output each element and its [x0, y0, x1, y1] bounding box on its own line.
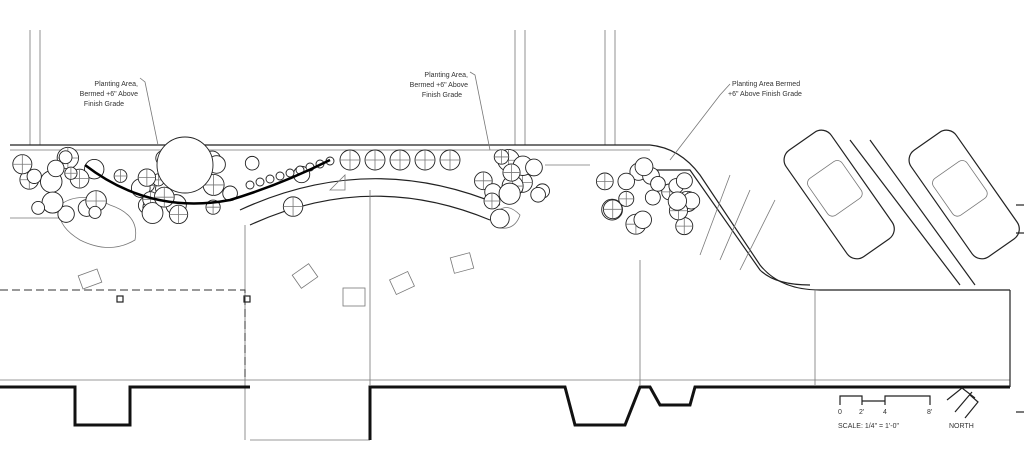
plant-symbol: [675, 172, 693, 190]
benches: [77, 252, 475, 307]
plant-symbol: [31, 201, 46, 215]
label-line: Bermed +6" Above: [80, 91, 138, 98]
label-planting-right: Planting Area Bermed +6" Above Finish Gr…: [728, 81, 802, 98]
plant-symbol: [57, 205, 75, 223]
column-lines: [29, 30, 616, 145]
plant-symbol: [141, 202, 164, 224]
north-arrow: NORTH: [946, 387, 979, 430]
north-arrow-icon: [946, 387, 979, 419]
plant-symbol: [47, 159, 65, 178]
plant-symbol: [265, 174, 275, 184]
plant-symbol: [255, 177, 265, 187]
label-line: Finish Grade: [422, 92, 462, 99]
plant-symbol: [88, 205, 102, 219]
plant-symbol: [634, 157, 654, 177]
plant-symbol: [650, 176, 666, 192]
scale-tick: 4: [883, 409, 887, 416]
label-line: Finish Grade: [84, 101, 124, 108]
plant-symbol: [285, 168, 295, 178]
label-planting-center: Planting Area, Bermed +6" Above Finish G…: [410, 72, 468, 99]
berm-curve: [84, 158, 331, 205]
label-line: +6" Above Finish Grade: [728, 91, 802, 98]
label-line: Planting Area,: [424, 72, 468, 79]
north-label: NORTH: [949, 423, 974, 430]
building-outline: [0, 385, 1010, 440]
plant-symbol: [525, 158, 543, 177]
plant-symbol: [644, 189, 661, 206]
plant-symbol: [26, 168, 42, 184]
car: [783, 129, 895, 260]
scale-bar: 0 2' 4 8' SCALE: 1/4" = 1'-0": [838, 395, 932, 430]
scale-caption: SCALE: 1/4" = 1'-0": [838, 423, 899, 430]
planting-strip: [10, 144, 1010, 291]
bollard: [243, 295, 251, 303]
plant-symbol: [156, 136, 214, 194]
label-line: Planting Area,: [94, 81, 138, 88]
plant-symbol: [41, 191, 64, 214]
plantings: [12, 136, 701, 236]
plant-symbol: [490, 208, 510, 229]
parking: [699, 129, 1020, 286]
plant-symbol: [667, 191, 687, 211]
plant-symbol: [275, 171, 285, 181]
car: [908, 129, 1020, 260]
scale-tick: 2': [859, 409, 864, 416]
label-line: Bermed +6" Above: [410, 82, 468, 89]
bollard: [116, 295, 124, 303]
leader-lines: [139, 71, 731, 161]
dashed-line: [0, 289, 246, 380]
plaza: [0, 174, 1010, 441]
plant-symbol: [244, 155, 260, 171]
plant-symbol: [617, 172, 635, 191]
plant-symbol: [245, 180, 255, 190]
plant-symbol: [498, 182, 521, 205]
edge-ticks: [1016, 204, 1024, 413]
scale-tick: 8': [927, 409, 932, 416]
label-line: Planting Area Bermed: [732, 81, 800, 88]
plant-symbol: [58, 150, 73, 165]
label-planting-left: Planting Area, Bermed +6" Above Finish G…: [80, 81, 138, 108]
scale-tick: 0: [838, 409, 842, 416]
plant-symbol: [530, 186, 546, 203]
plant-symbol: [633, 210, 652, 230]
